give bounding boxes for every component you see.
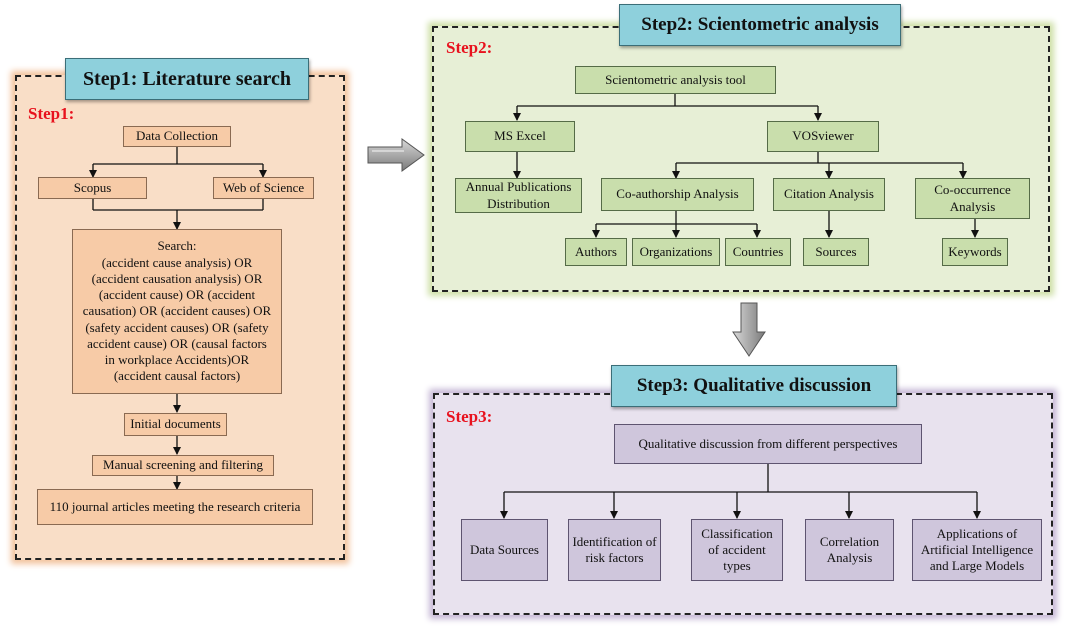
search-query-box: Search: (accident cause analysis) OR (ac… bbox=[72, 229, 282, 394]
countries-box: Countries bbox=[725, 238, 791, 266]
sources-box: Sources bbox=[803, 238, 869, 266]
step2-title: Step2: Scientometric analysis bbox=[619, 4, 901, 46]
data-collection-box: Data Collection bbox=[123, 126, 231, 147]
search-line: (accident causation analysis) OR bbox=[91, 270, 263, 286]
risk-line: Identification of bbox=[572, 533, 657, 549]
correlation-line: Analysis bbox=[826, 550, 873, 565]
cooccurrence-line: Analysis bbox=[949, 198, 996, 214]
scopus-box: Scopus bbox=[38, 177, 147, 199]
annual-line: Annual Publications bbox=[465, 179, 572, 195]
step1-title: Step1: Literature search bbox=[65, 58, 309, 100]
cooccurrence-box: Co-occurrence Analysis bbox=[915, 178, 1030, 219]
step2-label: Step2: bbox=[446, 38, 493, 57]
search-line: (accident cause) OR (accident bbox=[98, 287, 256, 303]
annual-publications-box: Annual Publications Distribution bbox=[455, 178, 582, 213]
step1-label: Step1: bbox=[28, 104, 75, 123]
search-line: causation) OR (accident causes) OR bbox=[82, 303, 272, 319]
classification-box: Classification of accident types bbox=[691, 519, 783, 581]
ai-applications-box: Applications of Artificial Intelligence … bbox=[912, 519, 1042, 581]
data-sources-box: Data Sources bbox=[461, 519, 548, 581]
correlation-line: Correlation bbox=[819, 533, 880, 549]
search-line: Search: bbox=[157, 238, 197, 254]
search-line: in workplace Accidents)OR bbox=[104, 352, 250, 368]
initial-documents-box: Initial documents bbox=[124, 413, 227, 436]
web-of-science-box: Web of Science bbox=[213, 177, 314, 199]
right-arrow-icon bbox=[367, 138, 425, 172]
search-line: (accident causal factors) bbox=[113, 368, 241, 384]
result-articles-box: 110 journal articles meeting the researc… bbox=[37, 489, 313, 525]
ai-line: Artificial Intelligence bbox=[920, 541, 1034, 557]
down-arrow-icon bbox=[732, 302, 766, 357]
citation-analysis-box: Citation Analysis bbox=[773, 178, 885, 211]
classification-line: types bbox=[723, 558, 751, 574]
ms-excel-box: MS Excel bbox=[465, 121, 575, 152]
step3-label: Step3: bbox=[446, 407, 493, 426]
search-line: (safety accident causes) OR (safety bbox=[85, 319, 269, 335]
manual-screening-box: Manual screening and filtering bbox=[92, 455, 274, 476]
scientometric-tool-box: Scientometric analysis tool bbox=[575, 66, 776, 94]
qualitative-root-box: Qualitative discussion from different pe… bbox=[614, 424, 922, 464]
classification-line: of accident bbox=[708, 541, 766, 557]
risk-line: risk factors bbox=[585, 550, 644, 565]
risk-factors-box: Identification of risk factors bbox=[568, 519, 661, 581]
organizations-box: Organizations bbox=[632, 238, 720, 266]
cooccurrence-line: Co-occurrence bbox=[934, 182, 1011, 198]
step3-title: Step3: Qualitative discussion bbox=[611, 365, 897, 407]
keywords-box: Keywords bbox=[942, 238, 1008, 266]
vosviewer-box: VOSviewer bbox=[767, 121, 879, 152]
ai-line: Applications of bbox=[936, 525, 1018, 541]
authors-box: Authors bbox=[565, 238, 627, 266]
ai-line: and Large Models bbox=[929, 558, 1025, 574]
classification-line: Classification bbox=[701, 525, 773, 541]
search-line: (accident cause analysis) OR bbox=[101, 254, 253, 270]
annual-line: Distribution bbox=[487, 195, 550, 211]
search-line: accident cause) OR (causal factors bbox=[87, 335, 267, 351]
coauthorship-box: Co-authorship Analysis bbox=[601, 178, 754, 211]
correlation-box: Correlation Analysis bbox=[805, 519, 894, 581]
